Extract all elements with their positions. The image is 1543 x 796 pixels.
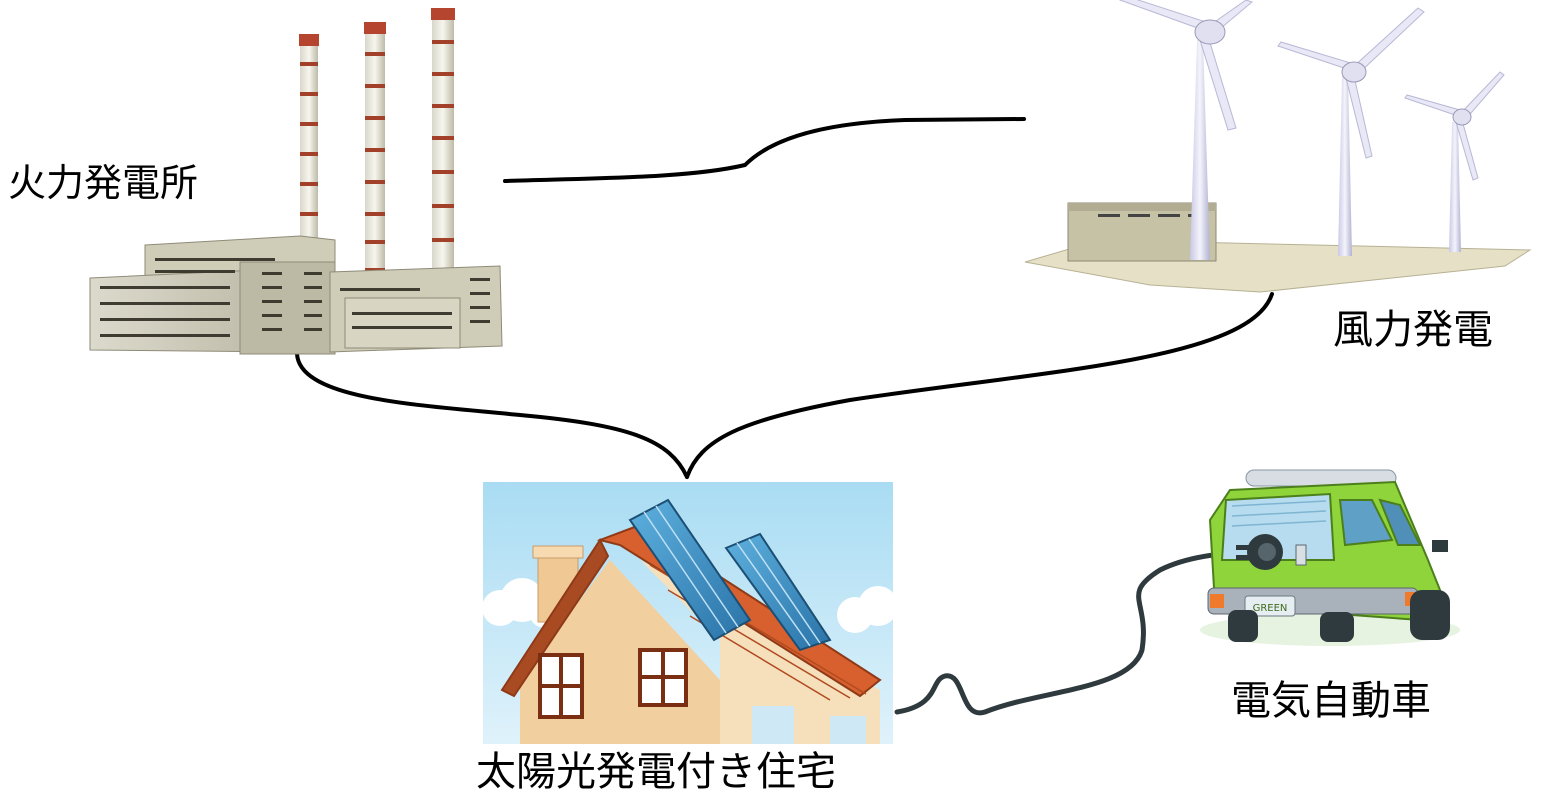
thermal-plant-label: 火力発電所 <box>8 161 199 205</box>
license-plate: GREEN <box>1253 603 1288 614</box>
thermal-power-plant-icon <box>89 8 503 355</box>
connector-wind-house <box>685 292 1274 479</box>
connector-thermal-wind <box>503 117 1026 183</box>
wind-power-label: 風力発電 <box>1333 307 1493 353</box>
house-windows <box>538 648 688 719</box>
connector-lines <box>295 117 1274 479</box>
electric-car-label: 電気自動車 <box>1231 678 1431 724</box>
plant-buildings <box>89 235 503 355</box>
solar-house-label: 太陽光発電付き住宅 <box>476 749 836 795</box>
solar-house-icon <box>482 482 898 744</box>
electric-car-icon: GREEN <box>1200 469 1460 646</box>
smokestacks <box>299 8 455 304</box>
connector-thermal-house <box>295 352 689 479</box>
charging-cable <box>894 549 1265 716</box>
solar-panels <box>628 498 832 652</box>
wind-turbine-icon <box>1024 0 1532 293</box>
